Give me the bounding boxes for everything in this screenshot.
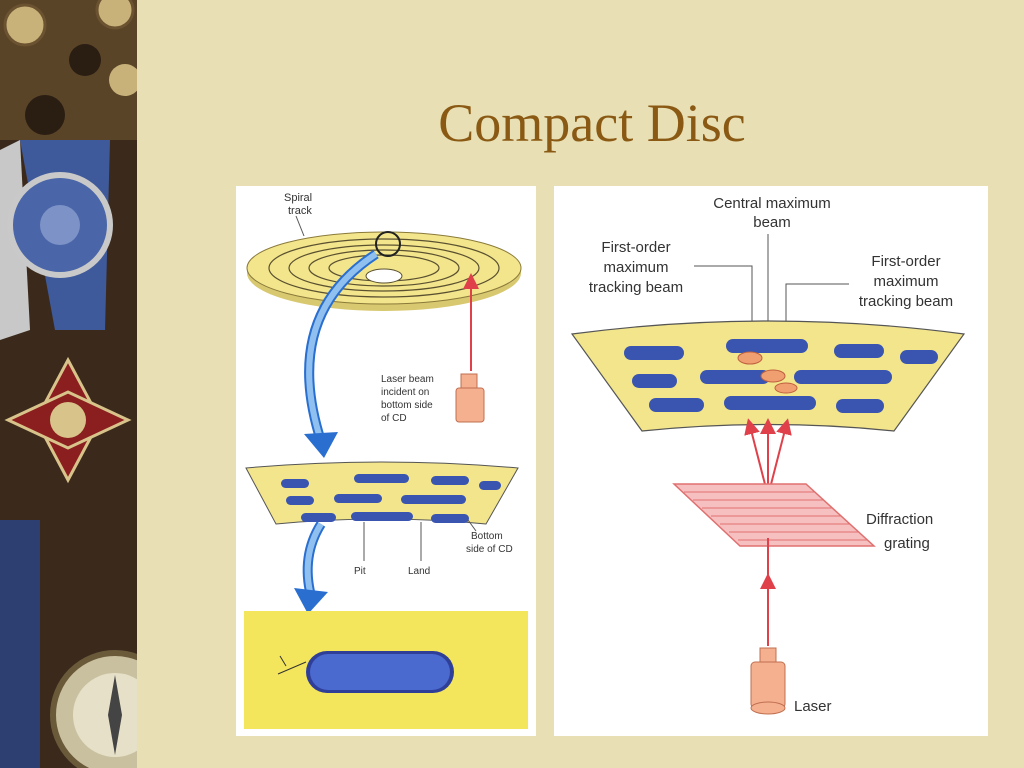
label-first-left-3: tracking beam: [589, 279, 683, 296]
cd-section-pits: [245, 461, 519, 525]
slide-title: Compact Disc: [438, 93, 746, 153]
label-spiral-track-2: track: [288, 205, 312, 217]
magnify-circle: [375, 231, 401, 257]
label-laser-1: Laser beam: [381, 374, 434, 385]
label-grating-2: grating: [884, 535, 930, 552]
label-first-left-2: maximum: [603, 259, 668, 276]
button-decoration: [3, 3, 47, 47]
pit-closeup: [244, 611, 528, 729]
label-first-right-1: First-order: [871, 253, 940, 270]
sidebar-collage: [0, 0, 137, 768]
laser-device: [455, 373, 485, 423]
label-spiral-track-1: Spiral: [284, 192, 312, 204]
label-pit: Pit: [354, 566, 366, 577]
label-laser-3: bottom side: [381, 400, 433, 411]
label-first-right-3: tracking beam: [859, 293, 953, 310]
cd-section-pits: [570, 320, 966, 432]
label-bottom-1: Bottom: [471, 531, 503, 542]
diffraction-grating-diagram: Central maximum beam First-order maximum…: [554, 186, 988, 736]
label-first-right-2: maximum: [873, 273, 938, 290]
diffraction-grating: [672, 483, 876, 547]
label-bottom-2: side of CD: [466, 544, 513, 555]
label-grating-1: Diffraction: [866, 511, 933, 528]
label-first-left-1: First-order: [601, 239, 670, 256]
cd-disc: [246, 231, 522, 311]
label-laser-4: of CD: [381, 413, 407, 424]
label-central-2: beam: [753, 214, 791, 231]
disc-structure-diagram: Spiral track Laser beam incident on bott…: [236, 186, 536, 736]
medal-cross-decoration: [4, 356, 132, 484]
decorative-sidebar-image: [0, 0, 137, 768]
laser-device: [750, 647, 786, 715]
label-central-1: Central maximum: [713, 195, 831, 212]
label-laser: Laser: [794, 698, 832, 715]
label-land: Land: [408, 566, 430, 577]
label-laser-2: incident on: [381, 387, 429, 398]
